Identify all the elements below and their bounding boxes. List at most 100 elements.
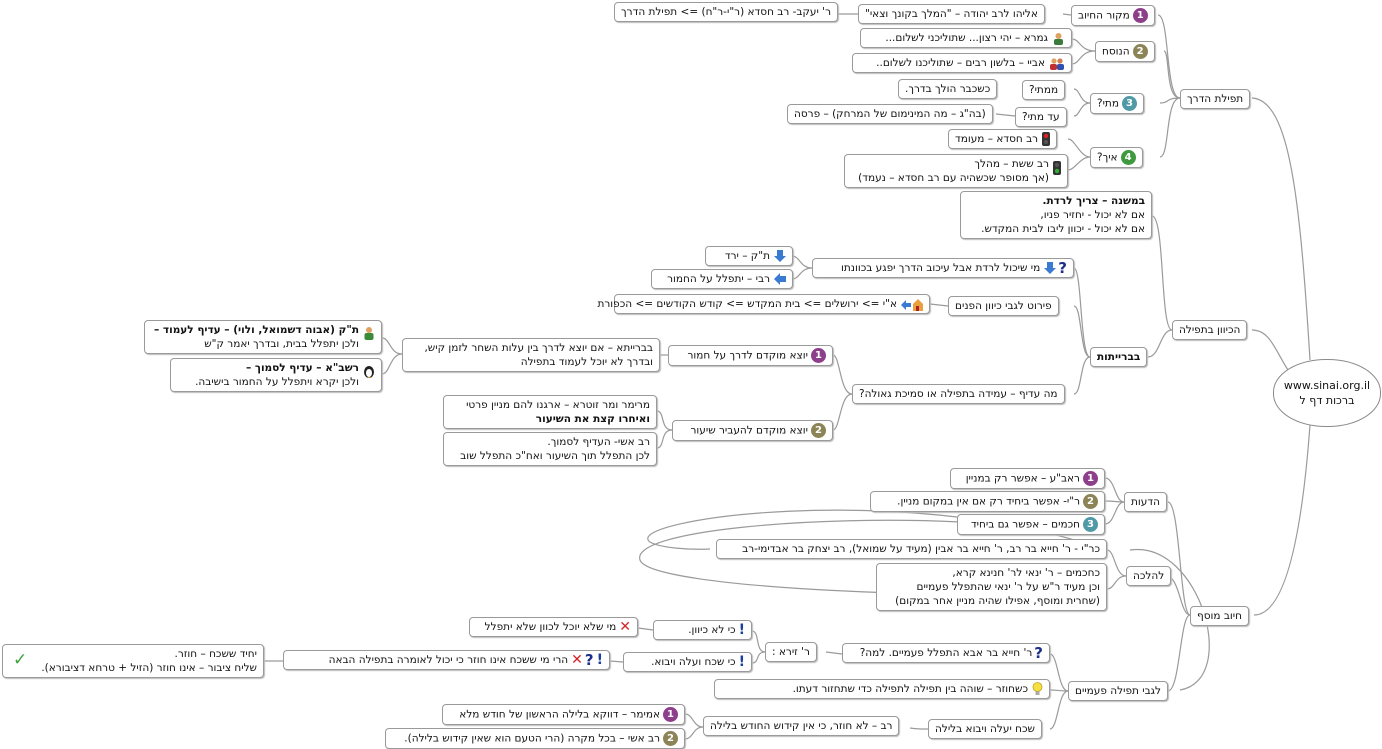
node-label: (אך מסופר שכשהיה עם רב חסדא – נעמד) (858, 172, 1049, 184)
node-label: ולכן יתפלל בבית, ובדרך יאמר ק"ש (204, 338, 359, 350)
node-eliyahu[interactable]: אליהו לרב יהודה – "המלך בקונך וצאי" (858, 4, 1045, 24)
person-icon (1054, 32, 1063, 45)
node-label: יחיד ששכח – חוזר. (174, 648, 257, 660)
number-2-icon: 2 (663, 731, 678, 746)
node-tanya-yered[interactable]: ת"ק – ירד (705, 246, 793, 266)
node-r-chiya[interactable]: ?ר' חייא בר אבא התפלל פעמיים. למה? (842, 643, 1050, 663)
node-ry[interactable]: 2ר"י- אפשר ביחיד רק אם אין במקום מניין. (870, 491, 1105, 512)
node-r-zeira[interactable]: ר' זירא : (765, 642, 817, 662)
node-label: רב – לא חוזר, כי אין קידוש החודש בלילה (710, 720, 893, 732)
node-label: רב חסדא – מעומד (955, 133, 1039, 145)
node-bebraita[interactable]: בברייתא – אם יוצא לדרך בין עלות השחר לזמ… (402, 338, 660, 372)
node-mi-shelo[interactable]: ✕מי שלא יוכל לכוון שלא יתפלל (469, 617, 638, 637)
node-ameimar[interactable]: 1אמימר – דווקא בלילה הראשון של חודש מלא (442, 704, 685, 725)
lightbulb-icon (1032, 682, 1043, 695)
question-icon: ? (1058, 259, 1067, 277)
number-4-icon: 4 (1120, 150, 1136, 165)
node-gemara[interactable]: גמרא – יהי רצון... שתוליכני לשלום... (860, 28, 1072, 48)
node-matai[interactable]: 3מתי? (1090, 93, 1144, 114)
node-pamayim[interactable]: לגבי תפילה פעמיים (1068, 681, 1168, 701)
node-rav-sheshet[interactable]: רב ששת – מהלך (אך מסופר שכשהיה עם רב חסדא… (844, 154, 1068, 188)
arrow-down-icon (1044, 262, 1057, 274)
node-mi-shayachol[interactable]: ?מי שיכול לרדת אבל עיכוב הדרך יפגע בכוונ… (812, 258, 1074, 278)
number-1-icon: 1 (1132, 8, 1148, 23)
node-kshechozer[interactable]: כשחוזר – שוהה בין תפילה לתפילה כדי שתחזו… (714, 679, 1050, 699)
node-bahag[interactable]: (בה"ג – מה המינימום של המרחק) – פרסה (787, 104, 993, 124)
node-label: שליח ציבור – אינו חוזר (הזיל + טרחא דציב… (41, 662, 257, 674)
traffic-light-red-icon (1042, 132, 1051, 146)
root-node[interactable]: www.sinai.org.il ברכות דף ל (1273, 359, 1381, 427)
node-label: יוצא מוקדם לדרך על חמור (687, 349, 808, 362)
node-label: ר"י- אפשר ביחיד רק אם אין במקום מניין. (897, 495, 1080, 508)
node-shachach-layla[interactable]: שכח יעלה ויבוא בלילה (928, 719, 1042, 739)
arrow-down-icon (774, 250, 786, 262)
node-tefilat-haderech[interactable]: תפילת הדרך (1180, 89, 1251, 109)
node-rashba[interactable]: רשב"א – עדיף לסמוך – ולכן יקרא ויתפלל על … (170, 358, 382, 392)
node-abaye[interactable]: אביי – בלשון רבים – שתוליכנו לשלום.. (852, 53, 1072, 73)
node-kshekvar[interactable]: כשכבר הולך בדרך. (898, 79, 998, 99)
number-1-icon: 1 (811, 348, 826, 363)
node-kry[interactable]: כר"י - ר' חייא בר רב, ר' חייא בר אבין (מ… (716, 539, 1107, 559)
node-chachamim[interactable]: 3חכמים – אפשר גם ביחיד (957, 514, 1105, 535)
exclamation-icon: ! (738, 622, 745, 638)
node-label: רב ששת – מהלך (974, 158, 1049, 170)
node-harei[interactable]: !?✕הרי מי ששכח אינו חוזר כי יכול לאומרה … (283, 650, 610, 670)
node-hakivun[interactable]: הכיוון בתפילה (1172, 320, 1248, 340)
node-mematai[interactable]: ממתי? (1022, 80, 1066, 100)
number-3-icon: 3 (1121, 96, 1137, 111)
node-rav-lo-chozer[interactable]: רב – לא חוזר, כי אין קידוש החודש בלילה (703, 716, 900, 736)
node-yachid[interactable]: ✓יחיד ששכח – חוזר.שליח ציבור – אינו חוזר… (2, 644, 264, 678)
node-eich[interactable]: 4איך? (1090, 147, 1143, 168)
node-r-yaakov[interactable]: ר' יעקב- רב חסדא (ר"י-ר"ח) => תפילת הדרך (614, 2, 838, 22)
node-label: מי שלא יוכל לכוון שלא יתפלל (484, 621, 617, 633)
node-label: לכן התפלל תוך השיעור ואח"כ התפלל שוב (460, 450, 650, 462)
node-yotze-1[interactable]: 1יוצא מוקדם לדרך על חמור (668, 345, 833, 366)
number-2-icon: 2 (1132, 44, 1148, 59)
node-label: ולכן יקרא ויתפלל על החמור בישיבה. (195, 376, 359, 388)
node-label: כי שכח ועלה ויבוא. (651, 656, 736, 668)
node-label: גמרא – יהי רצון... שתוליכני לשלום... (885, 32, 1048, 44)
node-ad-matai[interactable]: עד מתי? (1015, 107, 1067, 127)
node-label: מה עדיף – עמידה בתפילה או סמיכת גאולה? (859, 388, 1058, 400)
node-label: א"י => ירושלים => בית המקדש => קודש הקוד… (597, 298, 897, 310)
node-raava[interactable]: 1ראב"ע – אפשר רק במניין (950, 468, 1105, 489)
node-ma-adif[interactable]: מה עדיף – עמידה בתפילה או סמיכת גאולה? (852, 384, 1065, 404)
node-rav-ashi-layla[interactable]: 2רב אשי – בכל מקרה (הרי הטעם הוא שאין קי… (385, 728, 685, 749)
node-hanusach[interactable]: 2הנוסח (1095, 41, 1155, 62)
node-label: ממתי? (1029, 84, 1059, 96)
node-rav-chisda-omed[interactable]: רב חסדא – מעומד (948, 129, 1058, 149)
node-halacha[interactable]: להלכה (1126, 566, 1172, 586)
node-tk[interactable]: ת"ק (אבוה דשמואל, ולוי) – עדיף לעמוד –ול… (144, 320, 382, 354)
node-label: רשב"א – עדיף לסמוך – (245, 362, 359, 374)
question-icon: ? (1034, 644, 1043, 662)
exclamation-icon: ! (738, 654, 745, 670)
node-mekor-hachiyuv[interactable]: 1מקור החיוב (1071, 5, 1155, 26)
node-ki-lo[interactable]: !כי לא כיוון. (653, 620, 752, 640)
node-label: רב אשי- העדיף לסמוך. (547, 436, 650, 448)
node-braitot[interactable]: בברייתות (1090, 347, 1148, 367)
node-deot[interactable]: הדעות (1124, 492, 1167, 512)
node-label: מתי? (1097, 97, 1119, 110)
people-icon (1050, 57, 1064, 70)
exclamation-icon: ! (596, 652, 603, 668)
node-chiyuv-musaf[interactable]: חיוב מוסף (1190, 606, 1249, 626)
node-label: אם לא יכול - יחזיר פניו, (1040, 209, 1145, 221)
node-label: איך? (1097, 151, 1118, 164)
node-perut[interactable]: פירוט לגבי כיוון הפנים (948, 296, 1059, 316)
node-label: בברייתות (1097, 351, 1141, 363)
node-yotze-2[interactable]: 2יוצא מוקדם להעביר שיעור (672, 420, 833, 441)
node-mishna[interactable]: במשנה – צריך לרדת.אם לא יכול - יחזיר פני… (960, 191, 1152, 239)
node-rebbi-chamor[interactable]: רבי – יתפלל על החמור (651, 269, 793, 289)
node-label: (שחרית ומוסף, אפילו שהיה מניין אחר במקום… (895, 595, 1100, 607)
node-label: ר' חייא בר אבא התפלל פעמיים. למה? (859, 647, 1033, 659)
node-label: להלכה (1133, 570, 1165, 582)
node-ki-shachach[interactable]: !כי שכח ועלה ויבוא. (623, 652, 752, 672)
node-label: עד מתי? (1022, 111, 1060, 123)
node-ai-yerushalayim[interactable]: א"י => ירושלים => בית המקדש => קודש הקוד… (597, 294, 930, 314)
number-3-icon: 3 (1083, 517, 1098, 532)
node-label: ראב"ע – אפשר רק במניין (965, 472, 1080, 485)
node-label: אמימר – דווקא בלילה הראשון של חודש מלא (459, 708, 660, 721)
node-kchachamim[interactable]: כחכמים – ר' ינאי לר' חנינא קרא,וכן מעיד … (876, 563, 1107, 611)
node-rav-ashi[interactable]: רב אשי- העדיף לסמוך. לכן התפלל תוך השיעור… (443, 432, 657, 466)
